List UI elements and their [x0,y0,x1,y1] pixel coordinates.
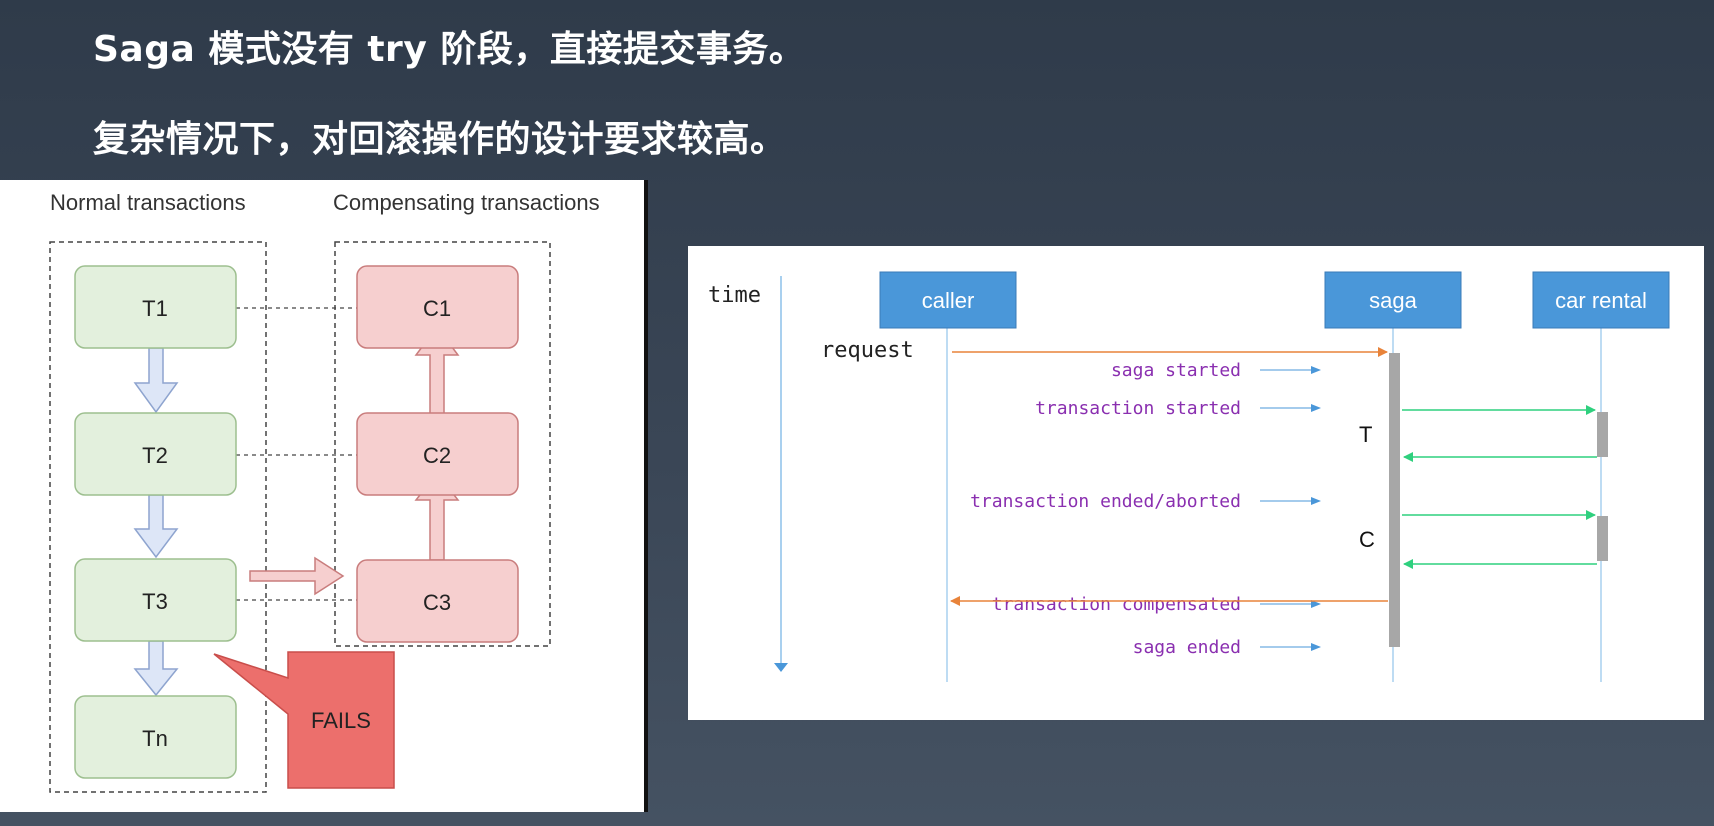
saga-sequence-diagram: time caller saga car rental request saga… [688,246,1704,720]
label-t3: T3 [142,589,168,614]
arrow-t1-t2 [133,347,179,414]
box-t2: T2 [74,412,237,496]
time-label: time [708,283,761,308]
request-label: request [821,338,914,363]
label-c1: C1 [423,296,451,321]
activation-label-t: T [1359,422,1372,447]
label-t2: T2 [142,443,168,468]
participant-caller: caller [879,271,1017,329]
saga-flow-svg: Normal transactions Compensating transac… [49,190,600,793]
arrow-t2-t3 [133,494,179,559]
participant-saga-label: saga [1369,288,1417,313]
event-saga-ended: saga ended [1133,637,1241,658]
box-tn: Tn [74,695,237,779]
time-axis-arrow [774,663,788,672]
normal-group-box [49,241,267,793]
label-tn: Tn [142,726,168,751]
event-transaction-started: transaction started [1035,398,1241,419]
event-transaction-compensated: transaction compensated [992,594,1241,615]
label-t1: T1 [142,296,168,321]
label-c3: C3 [423,590,451,615]
compensating-transactions-title: Compensating transactions [333,190,600,215]
label-c2: C2 [423,443,451,468]
fails-callout: FAILS [213,651,395,789]
arrow-t3-tn [133,640,179,697]
participant-car-rental: car rental [1532,271,1670,329]
box-c2: C2 [356,412,519,496]
event-transaction-ended-aborted: transaction ended/aborted [970,491,1241,512]
headline-line-1: Saga 模式没有 try 阶段，直接提交事务。 [93,29,806,70]
car-rental-activation-c [1597,516,1608,561]
box-c1: C1 [356,265,519,349]
saga-activation-bar [1389,353,1400,647]
headline-line-2: 复杂情况下，对回滚操作的设计要求较高。 [93,119,787,160]
event-saga-started: saga started [1111,360,1241,381]
box-c3: C3 [356,559,519,643]
box-t1: T1 [74,265,237,349]
fails-label: FAILS [311,708,371,733]
saga-flow-diagram: Normal transactions Compensating transac… [0,180,648,812]
car-rental-activation-t [1597,412,1608,457]
saga-sequence-svg: time caller saga car rental request saga… [708,271,1670,682]
participant-caller-label: caller [922,288,975,313]
participant-saga: saga [1324,271,1462,329]
compensating-group-box [334,241,551,647]
arrow-t3-c3 [249,556,345,596]
participant-car-rental-label: car rental [1555,288,1647,313]
box-t3: T3 [74,558,237,642]
normal-transactions-title: Normal transactions [50,190,246,215]
activation-label-c: C [1359,527,1375,552]
